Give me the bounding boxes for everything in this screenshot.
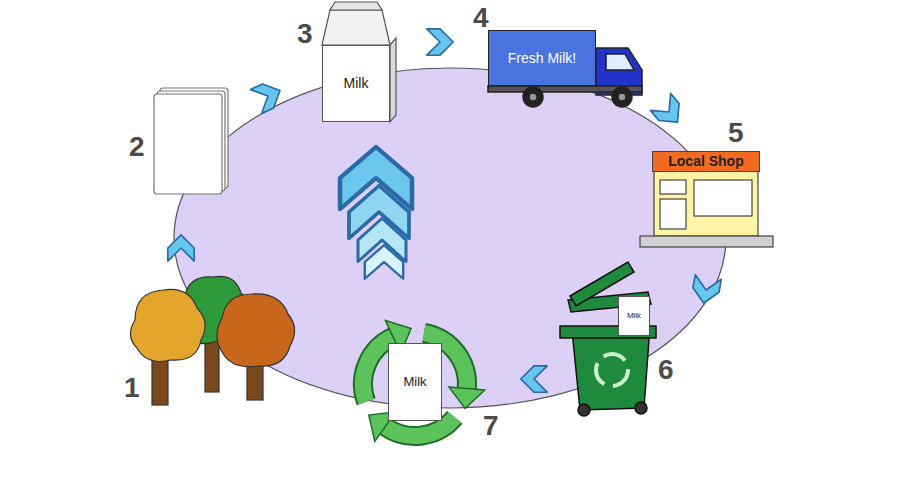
node-text: Fresh Milk! [508,50,576,66]
recycle-bin [560,262,656,416]
callout-number: 1 [124,374,140,402]
trees [130,276,294,405]
callout-number: 2 [129,133,145,161]
callout-number: 5 [728,119,744,147]
carton-top [322,2,396,122]
recycle-symbol [363,321,485,442]
node-text: Milk [344,75,369,91]
callout-number: 4 [473,4,489,32]
callout-number: 3 [297,20,313,48]
milk-carton: Milk [322,45,390,122]
center-chevrons [340,147,412,279]
callout-number: 7 [483,412,499,440]
truck-body: Fresh Milk! [488,30,596,86]
shop-sign: Local Shop [652,151,760,172]
node-text: Milk [627,311,641,320]
bin-milk-carton: Milk [618,296,650,336]
flow-chevrons [168,29,721,392]
node-text: Local Shop [668,153,743,169]
node-text: Milk [403,375,426,390]
shop-building [640,170,773,247]
callout-number: 6 [658,356,674,384]
recycled-milk-carton: Milk [388,343,442,421]
paper-stack [154,88,228,194]
